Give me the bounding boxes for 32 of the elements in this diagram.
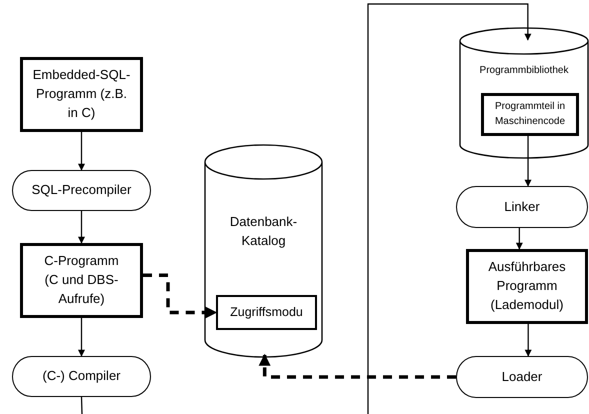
arrow: [516, 228, 523, 250]
node-label: Zugriffsmodu: [230, 304, 303, 322]
node-label: Ausführbares Programm (Lademodul): [487, 258, 567, 314]
node-label: (C-) Compiler: [42, 367, 120, 386]
node-label: Loader: [502, 368, 542, 386]
connector-line: [80, 396, 83, 414]
dashed-arrow: [143, 274, 218, 318]
process-box: [20, 57, 143, 132]
node-label: Embedded-SQL-Programm (z.B. in C): [32, 66, 132, 122]
process-box: [466, 249, 588, 324]
process-box: [216, 295, 317, 330]
node-label: Datenbank-Katalog: [228, 213, 298, 250]
terminal-box: [456, 356, 588, 398]
dashed-arrow: [258, 354, 456, 379]
arrow: [78, 211, 85, 244]
arrow: [78, 318, 85, 357]
arrow: [78, 132, 85, 171]
node-label: SQL-Precompiler: [32, 181, 132, 200]
terminal-box: [12, 356, 151, 397]
process-box: [481, 93, 579, 136]
arrow: [524, 324, 532, 357]
terminal-box: [12, 170, 151, 211]
process-box: [20, 243, 143, 318]
database-cylinder: [205, 145, 322, 357]
node-label: Programmbibliothek: [478, 64, 570, 78]
arrow: [367, 3, 532, 414]
node-label: Linker: [504, 198, 540, 216]
database-cylinder: [460, 28, 588, 158]
terminal-box: [456, 186, 588, 228]
node-label: C-Programm (C und DBS- Aufrufe): [43, 252, 120, 308]
arrow: [524, 136, 532, 187]
node-label: Programmteil in Maschinencode: [494, 100, 566, 128]
